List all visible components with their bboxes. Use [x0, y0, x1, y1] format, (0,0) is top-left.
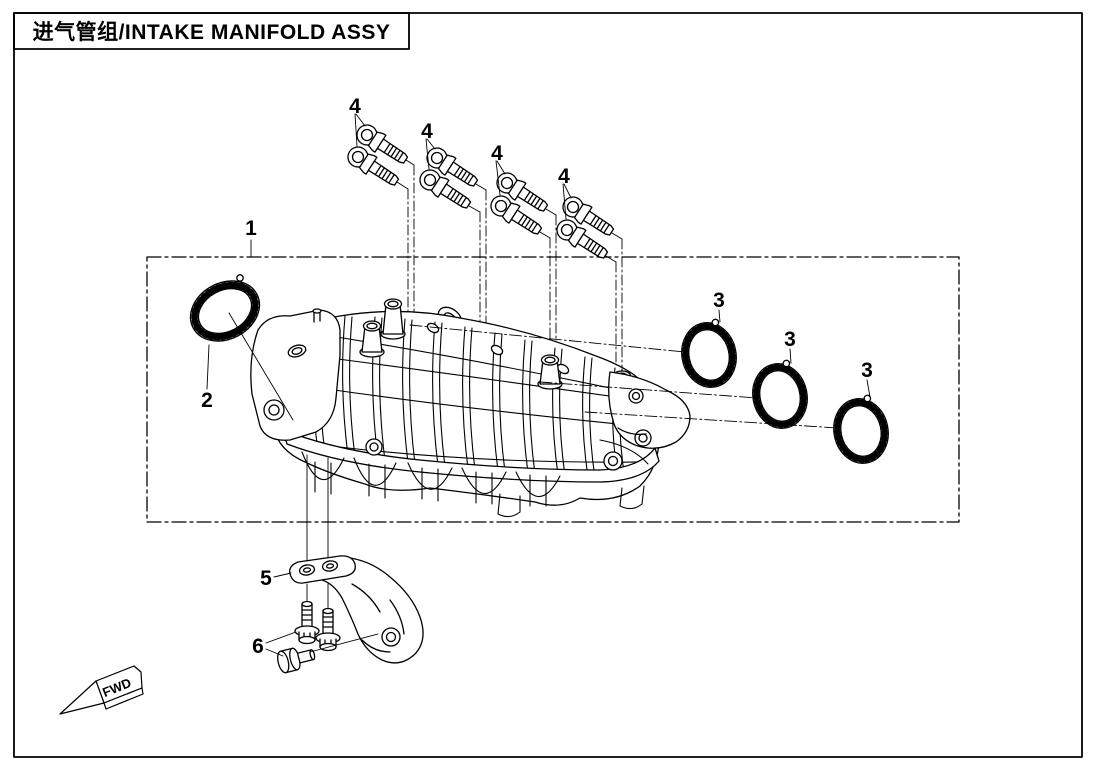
seal-ring-part-3 — [828, 379, 895, 468]
intake-manifold-body — [250, 298, 691, 518]
mounting-bolt-pair-1 — [343, 113, 412, 192]
callout-5: 5 — [260, 567, 272, 590]
page-title: 进气管组/INTAKE MANIFOLD ASSY — [32, 21, 391, 44]
o-ring-leader-line — [228, 312, 294, 421]
callout-1: 1 — [245, 217, 257, 240]
seal-ring-part-2 — [747, 348, 814, 433]
callout-2: 2 — [201, 389, 213, 412]
callout-3a: 3 — [713, 289, 725, 312]
mounting-bolt-pair-3 — [486, 160, 552, 241]
assembly-boundary-box — [146, 256, 960, 523]
callout-3b: 3 — [784, 328, 796, 351]
callout-3c: 3 — [861, 359, 873, 382]
bracket-callout-line — [273, 572, 292, 578]
mounting-bolt-pair-2 — [415, 138, 482, 215]
callout-6: 6 — [252, 635, 264, 658]
manifold-top-holes — [426, 322, 570, 375]
fwd-direction-arrow — [59, 665, 144, 715]
o-ring-part — [189, 274, 294, 421]
bracket-bolts-part — [265, 600, 379, 674]
support-bracket-part — [273, 555, 424, 664]
manifold-runner-bells — [301, 439, 649, 518]
seal-ring-part-1 — [676, 309, 743, 392]
o-ring-callout-line — [206, 344, 210, 390]
bracket-alignment-lines — [306, 454, 329, 612]
title-block: 进气管组/INTAKE MANIFOLD ASSY — [14, 13, 409, 49]
flange-bolt — [277, 647, 316, 674]
manifold-left-flange — [250, 308, 341, 441]
page-border — [13, 12, 1083, 758]
mounting-bolt-pair-4 — [552, 183, 618, 265]
bracket-bolt-leader-lines — [265, 631, 379, 657]
callout-4b: 4 — [421, 120, 433, 143]
manifold-front-rail — [282, 429, 660, 483]
callout-4a: 4 — [349, 95, 361, 118]
title-block-border — [13, 12, 410, 50]
callout-4d: 4 — [558, 165, 570, 188]
callout-4c: 4 — [491, 142, 503, 165]
